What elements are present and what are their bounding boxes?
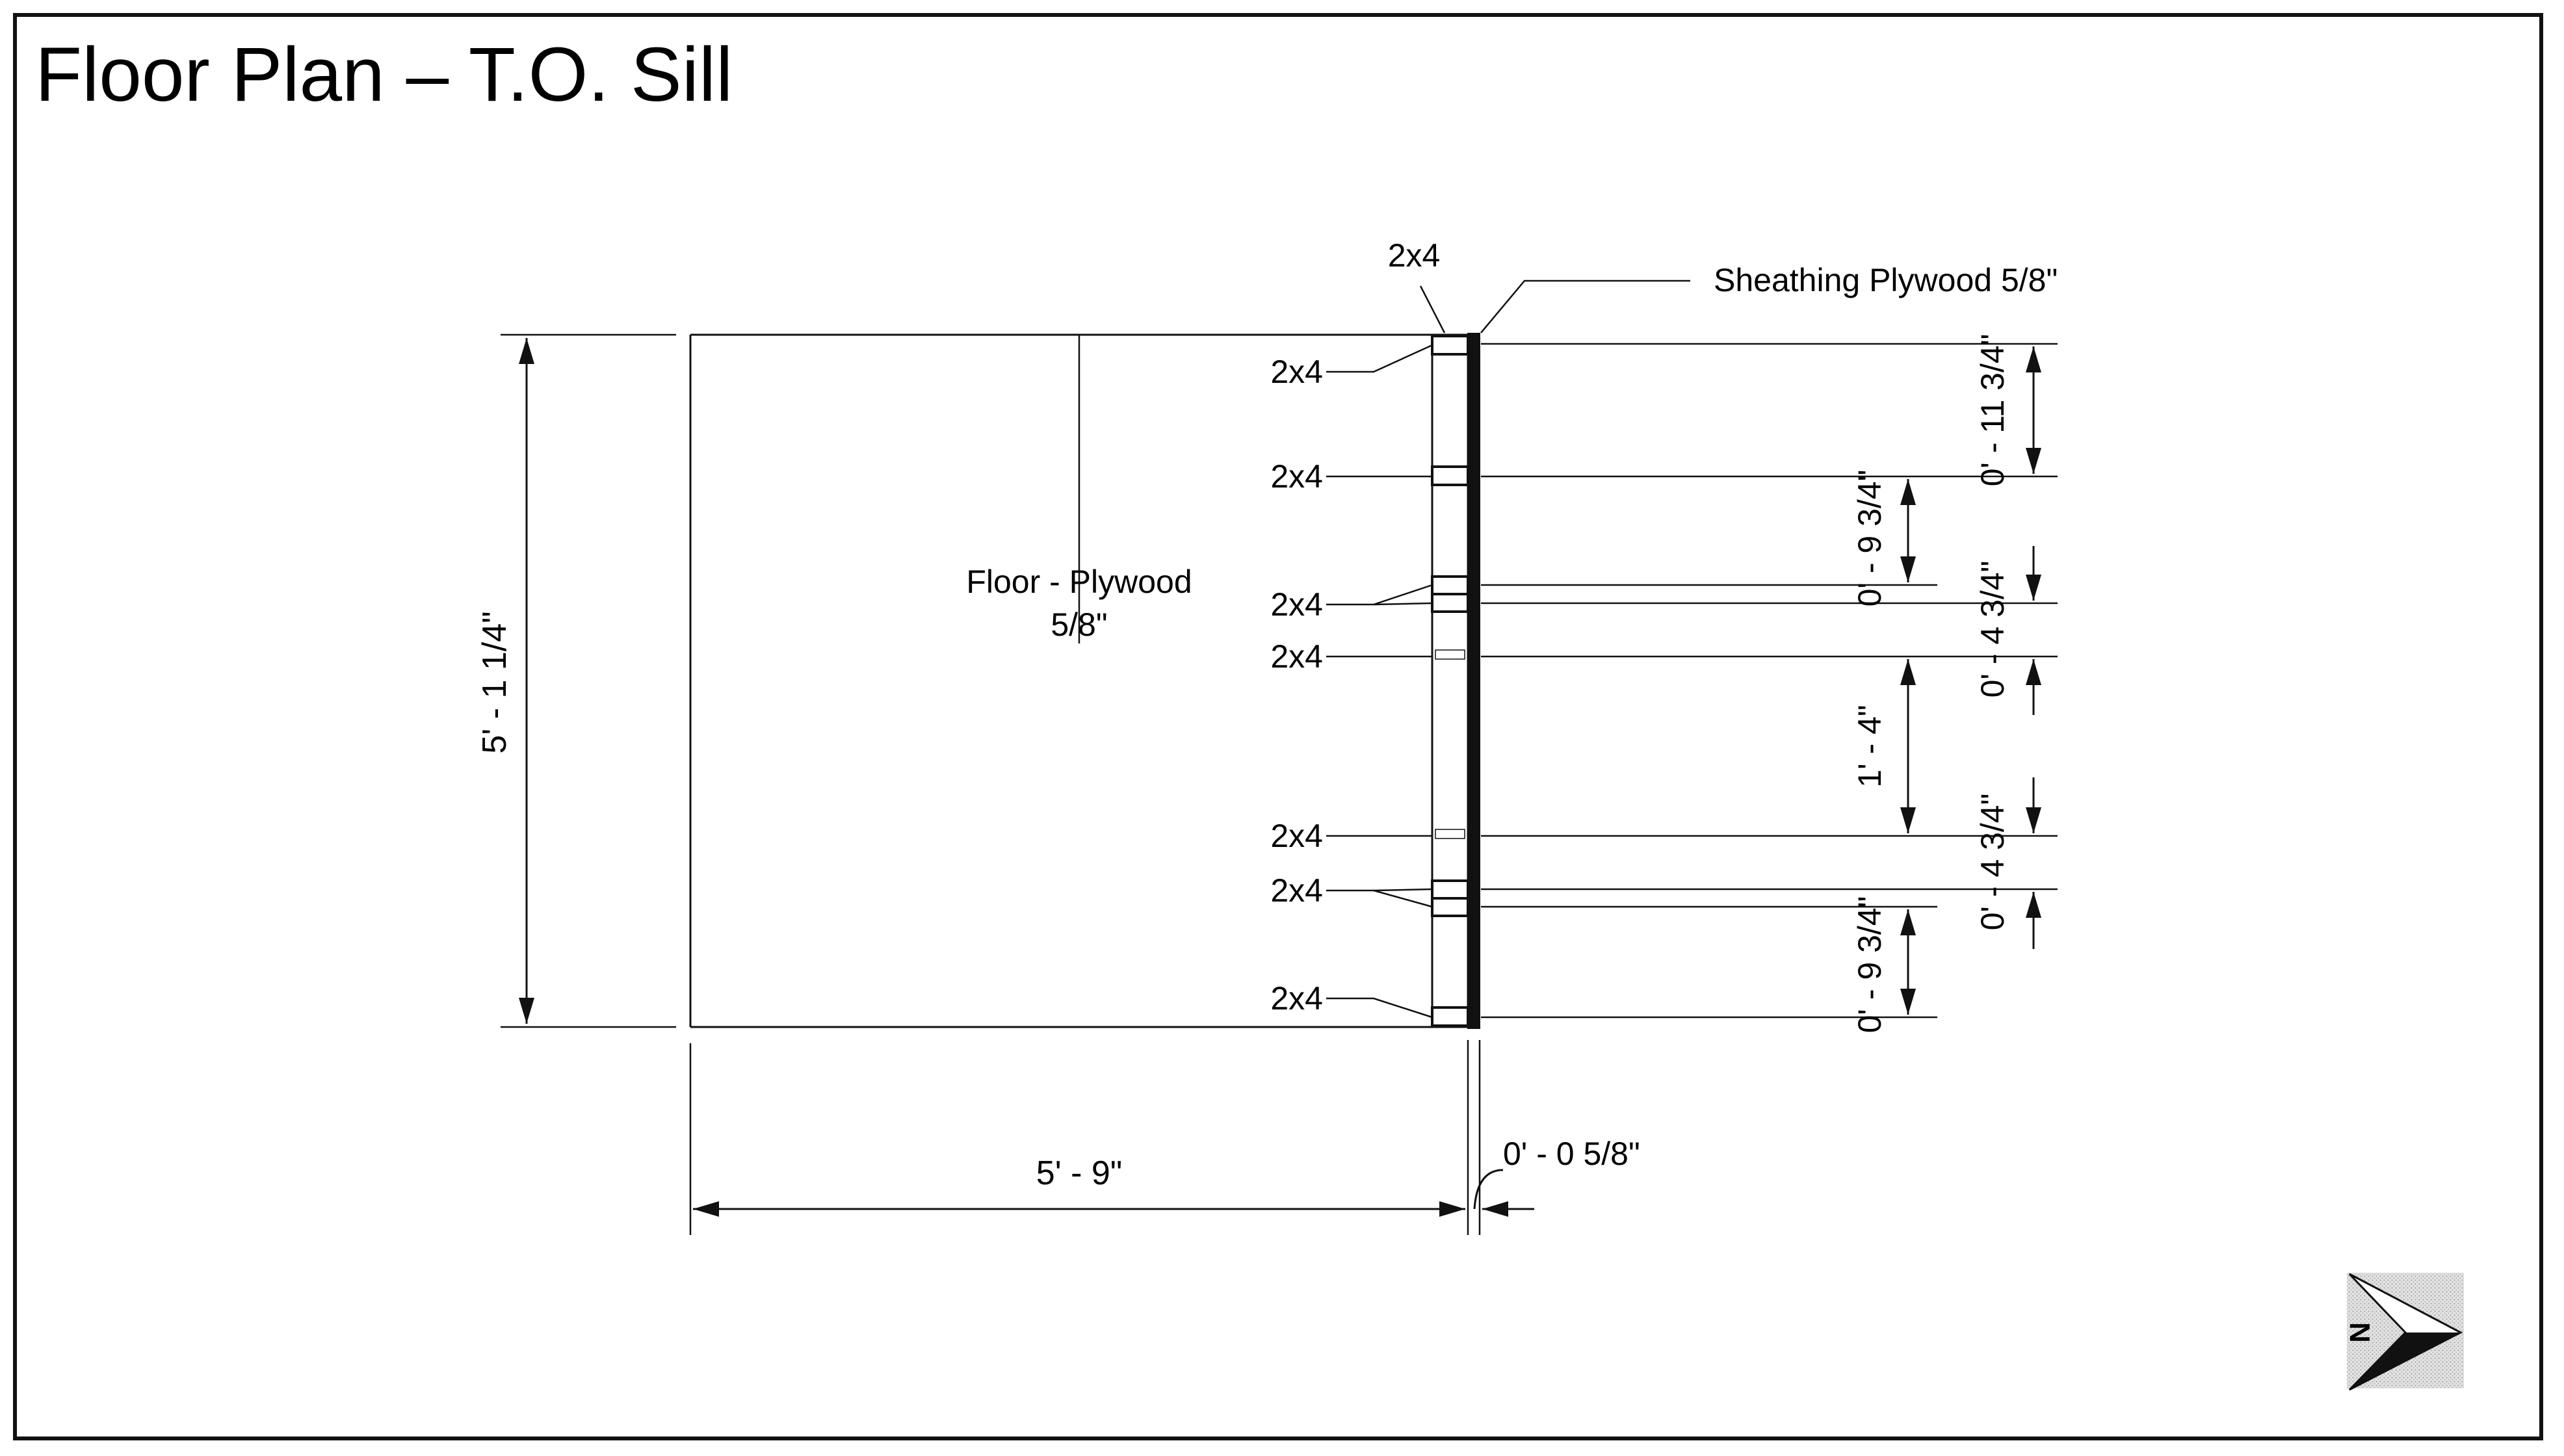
label-stud-top: 2x4 [1388,237,1441,274]
dim-sheathing-thickness: 0' - 0 5/8" [1503,1136,1640,1172]
dim-outer-1: 0' - 11 3/4" [1974,334,2011,487]
dim-outer-3: 0' - 4 3/4" [1974,794,2011,931]
label-sheathing: Sheathing Plywood 5/8" [1714,262,2058,298]
label-member-7: 2x4 [1270,980,1323,1017]
wall-assembly [1431,333,1480,1029]
stud-3a [1431,575,1469,595]
stud-5 [1435,829,1465,839]
dim-outer-2: 0' - 4 3/4" [1974,561,2011,698]
stud-4 [1435,649,1465,660]
stud-7 [1431,1006,1469,1027]
sheathing-plywood [1467,333,1480,1029]
stud-6b [1431,897,1469,917]
annotation-labels: 2x4 Sheathing Plywood 5/8" Floor - Plywo… [476,237,2058,1192]
dim-inner-2: 1' - 4" [1851,705,1888,787]
page-title: Floor Plan – T.O. Sill [35,32,733,118]
label-member-2: 2x4 [1270,458,1323,495]
north-arrow-icon: N [2344,1273,2464,1391]
stud-6a [1431,879,1469,900]
stud-2 [1431,465,1469,486]
label-floor-line1: Floor - Plywood [966,564,1192,600]
floor-plywood-panel [689,333,1435,1028]
dim-inner-1: 0' - 9 3/4" [1851,470,1888,607]
label-member-3: 2x4 [1270,586,1323,623]
dim-inner-3: 0' - 9 3/4" [1851,896,1888,1034]
stud-3b [1431,593,1469,613]
label-member-6: 2x4 [1270,872,1323,909]
dimension-lines [519,338,2041,1217]
label-member-4: 2x4 [1270,638,1323,675]
dim-overall-height: 5' - 1 1/4" [476,611,514,753]
label-leaders [1078,280,1690,1019]
label-member-5: 2x4 [1270,818,1323,854]
stud-1 [1431,335,1469,356]
dim-overall-width: 5' - 9" [1036,1154,1122,1192]
north-letter: N [2344,1322,2376,1343]
label-member-1: 2x4 [1270,354,1323,390]
label-floor-line2: 5/8" [1051,606,1107,643]
extension-lines [501,333,2058,1235]
